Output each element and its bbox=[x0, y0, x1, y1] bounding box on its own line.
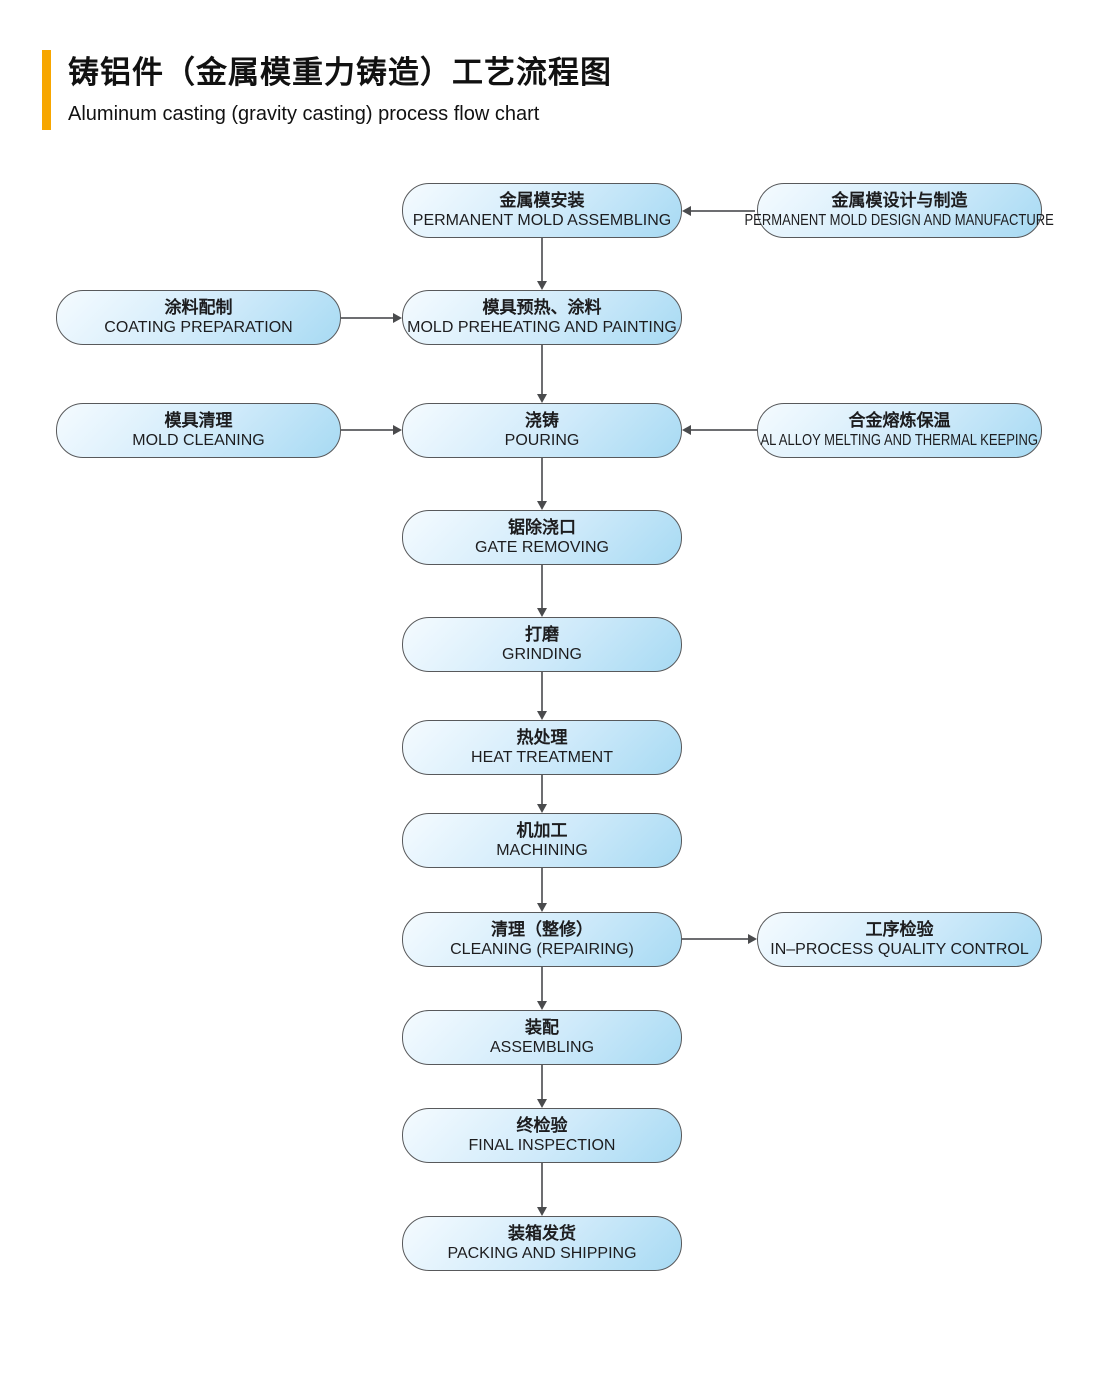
arrowhead-down-icon bbox=[537, 394, 547, 403]
arrow-coating-prep-to-preheating bbox=[341, 313, 402, 323]
node-label-en: COATING PREPARATION bbox=[104, 319, 293, 337]
arrow-mold-design-to-assembling bbox=[682, 206, 755, 216]
arrowhead-down-icon bbox=[537, 711, 547, 720]
node-label-en: GATE REMOVING bbox=[475, 539, 609, 557]
node-label-en: MOLD CLEANING bbox=[132, 432, 265, 450]
node-label-en: PERMANENT MOLD ASSEMBLING bbox=[412, 212, 672, 230]
flow-node-mold-preheating-painting: 模具预热、涂料 MOLD PREHEATING AND PAINTING bbox=[402, 290, 682, 345]
node-label-zh: 金属模设计与制造 bbox=[831, 191, 968, 211]
node-label-en: ASSEMBLING bbox=[489, 1039, 595, 1057]
node-label-en: AL ALLOY MELTING AND THERMAL KEEPING bbox=[760, 432, 1039, 450]
arrow-alloy-melting-to-pouring bbox=[682, 425, 757, 435]
arrowhead-down-icon bbox=[537, 804, 547, 813]
arrow-assembling-to-final-inspection bbox=[537, 1065, 547, 1108]
node-label-zh: 打磨 bbox=[525, 624, 559, 644]
node-label-zh: 热处理 bbox=[516, 727, 568, 747]
node-label-en: PACKING AND SHIPPING bbox=[447, 1245, 637, 1263]
flow-node-assembling: 装配 ASSEMBLING bbox=[402, 1010, 682, 1065]
flow-node-mold-cleaning: 模具清理 MOLD CLEANING bbox=[56, 403, 341, 458]
node-label-zh: 工序检验 bbox=[865, 919, 934, 939]
arrowhead-right-icon bbox=[393, 313, 402, 323]
arrow-pouring-to-gate-removing bbox=[537, 458, 547, 510]
arrowhead-down-icon bbox=[537, 1001, 547, 1010]
node-label-zh: 锯除浇口 bbox=[508, 517, 576, 537]
flow-node-permanent-mold-assembling: 金属模安装 PERMANENT MOLD ASSEMBLING bbox=[402, 183, 682, 238]
node-label-en: MOLD PREHEATING AND PAINTING bbox=[407, 319, 677, 337]
node-label-zh: 清理（整修） bbox=[491, 919, 593, 939]
node-label-zh: 合金熔炼保温 bbox=[848, 411, 951, 431]
node-label-zh: 金属模安装 bbox=[499, 190, 585, 210]
accent-bar bbox=[42, 50, 51, 130]
arrowhead-down-icon bbox=[537, 1099, 547, 1108]
arrowhead-down-icon bbox=[537, 903, 547, 912]
node-label-zh: 涂料配制 bbox=[164, 297, 233, 317]
node-label-zh: 模具清理 bbox=[164, 410, 233, 430]
flow-node-alloy-melting-thermal-keeping: 合金熔炼保温 AL ALLOY MELTING AND THERMAL KEEP… bbox=[757, 403, 1042, 458]
node-label-zh: 机加工 bbox=[516, 820, 568, 840]
arrow-machining-to-cleaning bbox=[537, 868, 547, 912]
node-label-zh: 浇铸 bbox=[525, 410, 559, 430]
flow-node-coating-preparation: 涂料配制 COATING PREPARATION bbox=[56, 290, 341, 345]
node-label-en: HEAT TREATMENT bbox=[471, 749, 613, 767]
arrow-preheating-to-pouring bbox=[537, 345, 547, 403]
arrowhead-left-icon bbox=[682, 206, 691, 216]
arrowhead-left-icon bbox=[682, 425, 691, 435]
arrow-cleaning-to-quality-control bbox=[682, 934, 757, 944]
arrow-grinding-to-heat-treatment bbox=[537, 672, 547, 720]
flow-node-packing-shipping: 装箱发货 PACKING AND SHIPPING bbox=[402, 1216, 682, 1271]
node-label-zh: 装配 bbox=[525, 1017, 559, 1037]
arrow-assembling-to-preheating bbox=[537, 238, 547, 290]
flow-node-in-process-quality-control: 工序检验 IN–PROCESS QUALITY CONTROL bbox=[757, 912, 1042, 967]
node-label-en: GRINDING bbox=[502, 646, 582, 664]
arrowhead-down-icon bbox=[537, 501, 547, 510]
arrow-cleaning-to-assembling bbox=[537, 967, 547, 1010]
flow-node-grinding: 打磨 GRINDING bbox=[402, 617, 682, 672]
flow-node-pouring: 浇铸 POURING bbox=[402, 403, 682, 458]
arrowhead-down-icon bbox=[537, 281, 547, 290]
flow-node-gate-removing: 锯除浇口 GATE REMOVING bbox=[402, 510, 682, 565]
flow-node-cleaning-repairing: 清理（整修） CLEANING (REPAIRING) bbox=[402, 912, 682, 967]
page-title-en: Aluminum casting (gravity casting) proce… bbox=[68, 103, 540, 125]
arrow-mold-cleaning-to-pouring bbox=[341, 425, 402, 435]
node-label-en: PERMANENT MOLD DESIGN AND MANUFACTURE bbox=[744, 212, 1055, 230]
arrowhead-down-icon bbox=[537, 1207, 547, 1216]
arrowhead-down-icon bbox=[537, 608, 547, 617]
node-label-en: FINAL INSPECTION bbox=[468, 1137, 616, 1155]
node-label-zh: 装箱发货 bbox=[508, 1223, 576, 1243]
flow-node-heat-treatment: 热处理 HEAT TREATMENT bbox=[402, 720, 682, 775]
arrow-gate-removing-to-grinding bbox=[537, 565, 547, 617]
flow-node-final-inspection: 终检验 FINAL INSPECTION bbox=[402, 1108, 682, 1163]
node-label-en: CLEANING (REPAIRING) bbox=[450, 941, 634, 959]
arrowhead-right-icon bbox=[748, 934, 757, 944]
arrow-final-inspection-to-packing bbox=[537, 1163, 547, 1216]
node-label-en: IN–PROCESS QUALITY CONTROL bbox=[770, 941, 1029, 959]
flow-node-permanent-mold-design-manufacture: 金属模设计与制造 PERMANENT MOLD DESIGN AND MANUF… bbox=[745, 183, 1054, 238]
node-label-zh: 终检验 bbox=[516, 1115, 568, 1135]
page-title-zh: 铸铝件（金属模重力铸造）工艺流程图 bbox=[68, 55, 612, 90]
node-label-zh: 模具预热、涂料 bbox=[482, 297, 602, 317]
flow-node-machining: 机加工 MACHINING bbox=[402, 813, 682, 868]
node-label-en: MACHINING bbox=[496, 842, 588, 860]
arrowhead-right-icon bbox=[393, 425, 402, 435]
node-label-en: POURING bbox=[504, 432, 580, 450]
arrow-heat-treatment-to-machining bbox=[537, 775, 547, 813]
